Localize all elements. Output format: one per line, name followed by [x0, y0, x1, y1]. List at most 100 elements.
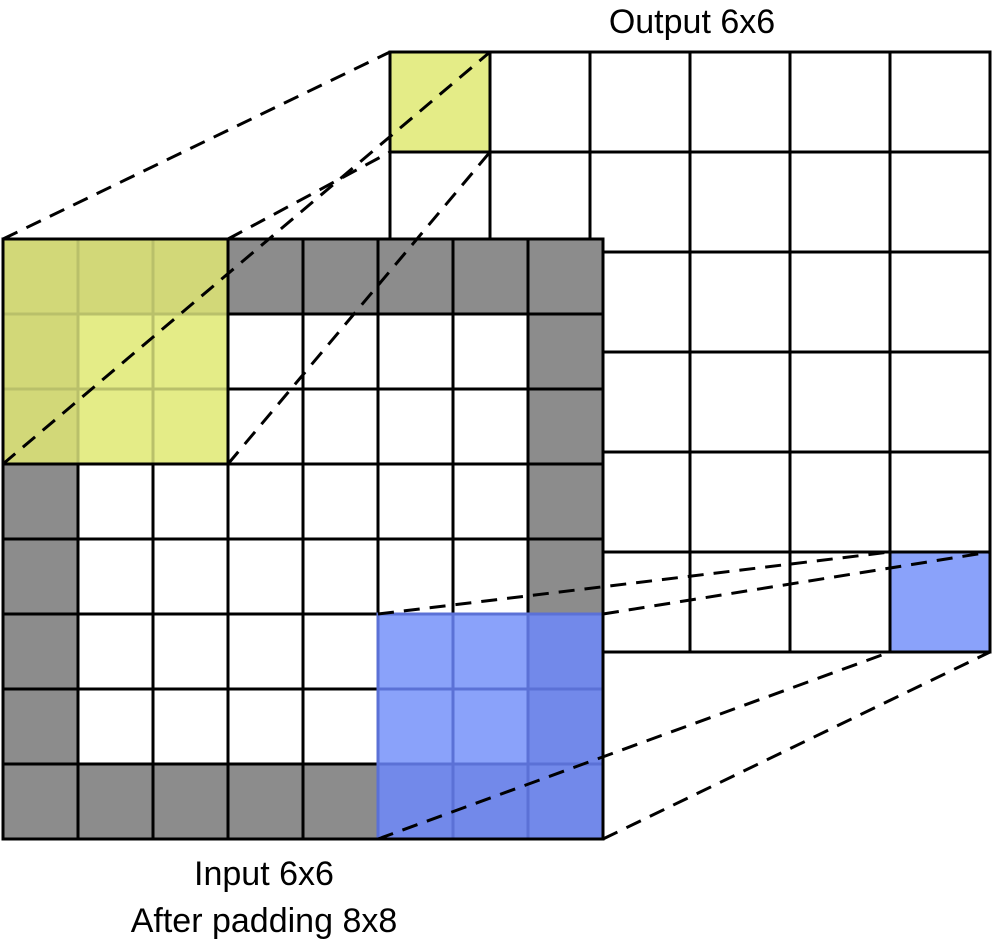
padding-cell	[1, 537, 80, 616]
output-cell	[588, 450, 692, 554]
input-cell	[376, 312, 455, 391]
padding-cell	[1, 687, 80, 766]
output-cell	[888, 450, 992, 554]
input-cell	[226, 612, 305, 691]
input-grid-border	[1, 237, 605, 841]
output-cell	[788, 350, 892, 454]
output-cell	[788, 150, 892, 254]
padding-cell	[526, 237, 605, 316]
output-cell	[688, 250, 792, 354]
padding-cell	[526, 312, 605, 391]
output-cell	[588, 50, 692, 154]
padding-cell	[76, 762, 155, 841]
input-cell	[301, 462, 380, 541]
input-cell	[301, 387, 380, 466]
output-label: Output 6x6	[609, 3, 775, 41]
kernel-cell-bottom	[376, 687, 455, 766]
output-cell	[688, 50, 792, 154]
input-cell	[76, 537, 155, 616]
kernel-cell-bottom	[526, 762, 605, 841]
kernel-cell-bottom	[451, 687, 530, 766]
input-cell	[226, 687, 305, 766]
padding-cell	[376, 237, 455, 316]
kernel-cell-bottom	[451, 612, 530, 691]
input-cell	[151, 462, 230, 541]
padding-cell	[526, 537, 605, 616]
output-cell	[788, 250, 892, 354]
output-cell	[688, 150, 792, 254]
projection-line	[602, 550, 991, 616]
output-cell	[488, 150, 592, 254]
projection-line	[2, 50, 391, 241]
input-cell	[226, 462, 305, 541]
input-cell	[451, 462, 530, 541]
kernel-cell-top	[76, 237, 155, 316]
output-cell	[888, 150, 992, 254]
padding-label: After padding 8x8	[131, 902, 398, 940]
kernel-cell-top	[151, 312, 230, 391]
kernel-cell-bottom	[526, 687, 605, 766]
input-cell	[451, 312, 530, 391]
projection-line	[377, 550, 891, 616]
input-cell	[301, 687, 380, 766]
output-cell	[488, 50, 592, 154]
input-cell	[301, 537, 380, 616]
input-cell	[376, 387, 455, 466]
output-cell	[688, 450, 792, 554]
output-cell	[388, 50, 492, 154]
kernel-cell-top	[151, 237, 230, 316]
input-cell	[76, 612, 155, 691]
input-cell	[376, 537, 455, 616]
output-cell	[888, 350, 992, 454]
input-cell	[226, 537, 305, 616]
projection-line	[602, 650, 991, 841]
projection-line	[227, 150, 391, 241]
kernel-cell-bottom	[376, 612, 455, 691]
kernel-cell-bottom	[376, 762, 455, 841]
output-cell	[588, 250, 692, 354]
output-cell	[688, 350, 792, 454]
padding-cell	[151, 762, 230, 841]
kernel-cell-top	[76, 387, 155, 466]
kernel-cell-top	[1, 387, 80, 466]
input-cell	[301, 612, 380, 691]
kernel-cell-top	[76, 312, 155, 391]
projection-line	[2, 50, 491, 466]
projection-line	[377, 650, 891, 841]
padding-cell	[226, 237, 305, 316]
padding-cell	[301, 762, 380, 841]
input-cell	[226, 312, 305, 391]
input-cell	[151, 612, 230, 691]
input-cell	[76, 462, 155, 541]
output-cell	[888, 550, 992, 654]
kernel-cell-top	[1, 237, 80, 316]
padding-cell	[1, 462, 80, 541]
kernel-cell-bottom	[451, 762, 530, 841]
output-cell	[788, 50, 892, 154]
input-cell	[301, 312, 380, 391]
padding-cell	[226, 762, 305, 841]
input-label: Input 6x6	[194, 855, 334, 893]
padding-cell	[1, 762, 80, 841]
input-grid	[1, 237, 605, 841]
output-cell	[388, 150, 492, 254]
projection-lines	[2, 50, 991, 841]
padding-cell	[526, 387, 605, 466]
kernel-cell-top	[151, 387, 230, 466]
padding-cell	[301, 237, 380, 316]
output-cell	[888, 50, 992, 154]
output-cell	[588, 350, 692, 454]
input-cell	[451, 387, 530, 466]
padding-cell	[526, 462, 605, 541]
input-cell	[76, 687, 155, 766]
input-cell	[376, 462, 455, 541]
projection-line	[226, 151, 492, 465]
kernel-cell-top	[1, 312, 80, 391]
input-cell	[151, 537, 230, 616]
output-cell	[588, 150, 692, 254]
output-cell	[888, 250, 992, 354]
output-cell	[788, 550, 892, 654]
padding-cell	[1, 612, 80, 691]
input-cell	[151, 687, 230, 766]
